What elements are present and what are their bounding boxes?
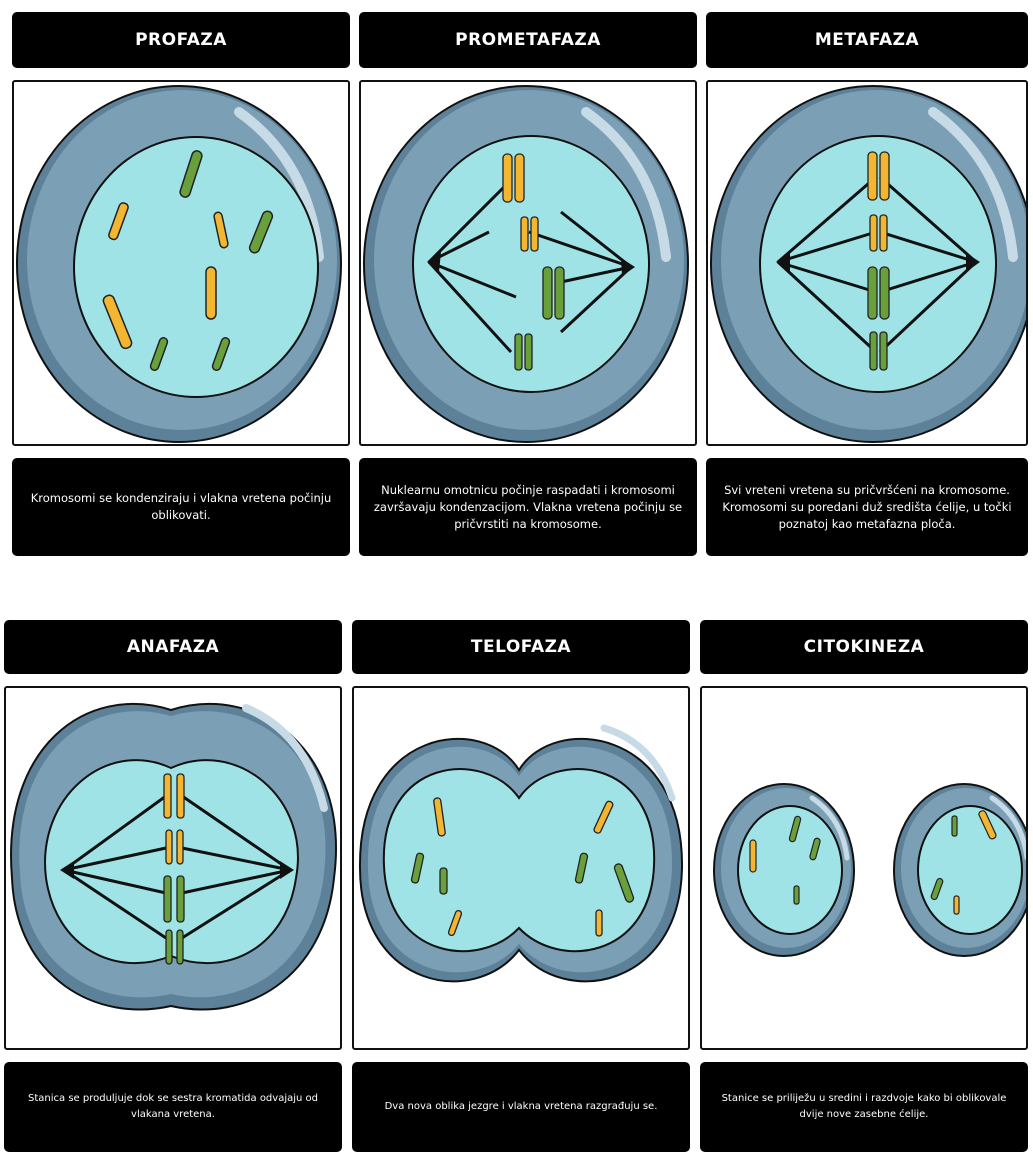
phase-title-text: PROFAZA <box>135 30 227 50</box>
daughter-cell-left <box>714 784 854 956</box>
phase-caption-citokineza: Stanice se priliježu u sredini i razdvoj… <box>700 1062 1028 1152</box>
phase-caption-text: Kromosomi se kondenziraju i vlakna vrete… <box>22 490 340 524</box>
phase-panel-metafaza <box>706 80 1028 446</box>
phase-panel-citokineza <box>700 686 1028 1050</box>
phase-title-profaza: PROFAZA <box>12 12 350 68</box>
phase-panel-prometafaza <box>359 80 697 446</box>
phase-title-citokineza: CITOKINEZA <box>700 620 1028 674</box>
telophase-cell-illustration <box>354 688 688 1048</box>
phase-caption-profaza: Kromosomi se kondenziraju i vlakna vrete… <box>12 458 350 556</box>
phase-panel-telofaza <box>352 686 690 1050</box>
phase-title-prometafaza: PROMETAFAZA <box>359 12 697 68</box>
anaphase-cell-illustration <box>6 688 340 1048</box>
phase-caption-text: Nuklearnu omotnicu počinje raspadati i k… <box>369 482 687 533</box>
cytokinesis-cell-illustration <box>702 688 1026 1048</box>
phase-title-telofaza: TELOFAZA <box>352 620 690 674</box>
phase-caption-telofaza: Dva nova oblika jezgre i vlakna vretena … <box>352 1062 690 1152</box>
phase-panel-profaza <box>12 80 350 446</box>
metaphase-cell-illustration <box>708 82 1026 444</box>
phase-caption-metafaza: Svi vreteni vretena su pričvršćeni na kr… <box>706 458 1028 556</box>
phase-title-text: TELOFAZA <box>471 637 571 657</box>
phase-caption-text: Svi vreteni vretena su pričvršćeni na kr… <box>716 482 1018 533</box>
daughter-cell-right <box>894 784 1026 956</box>
phase-title-text: CITOKINEZA <box>804 637 925 657</box>
phase-panel-anafaza <box>4 686 342 1050</box>
phase-caption-text: Stanica se produljuje dok se sestra krom… <box>14 1091 332 1123</box>
prophase-cell-illustration <box>14 82 348 444</box>
phase-caption-prometafaza: Nuklearnu omotnicu počinje raspadati i k… <box>359 458 697 556</box>
phase-caption-text: Dva nova oblika jezgre i vlakna vretena … <box>385 1099 658 1115</box>
phase-caption-text: Stanice se priliježu u sredini i razdvoj… <box>710 1091 1018 1123</box>
phase-caption-anafaza: Stanica se produljuje dok se sestra krom… <box>4 1062 342 1152</box>
phase-title-text: METAFAZA <box>815 30 919 50</box>
phase-title-anafaza: ANAFAZA <box>4 620 342 674</box>
phase-title-text: ANAFAZA <box>127 637 219 657</box>
phase-title-text: PROMETAFAZA <box>455 30 601 50</box>
phase-title-metafaza: METAFAZA <box>706 12 1028 68</box>
prometaphase-cell-illustration <box>361 82 695 444</box>
